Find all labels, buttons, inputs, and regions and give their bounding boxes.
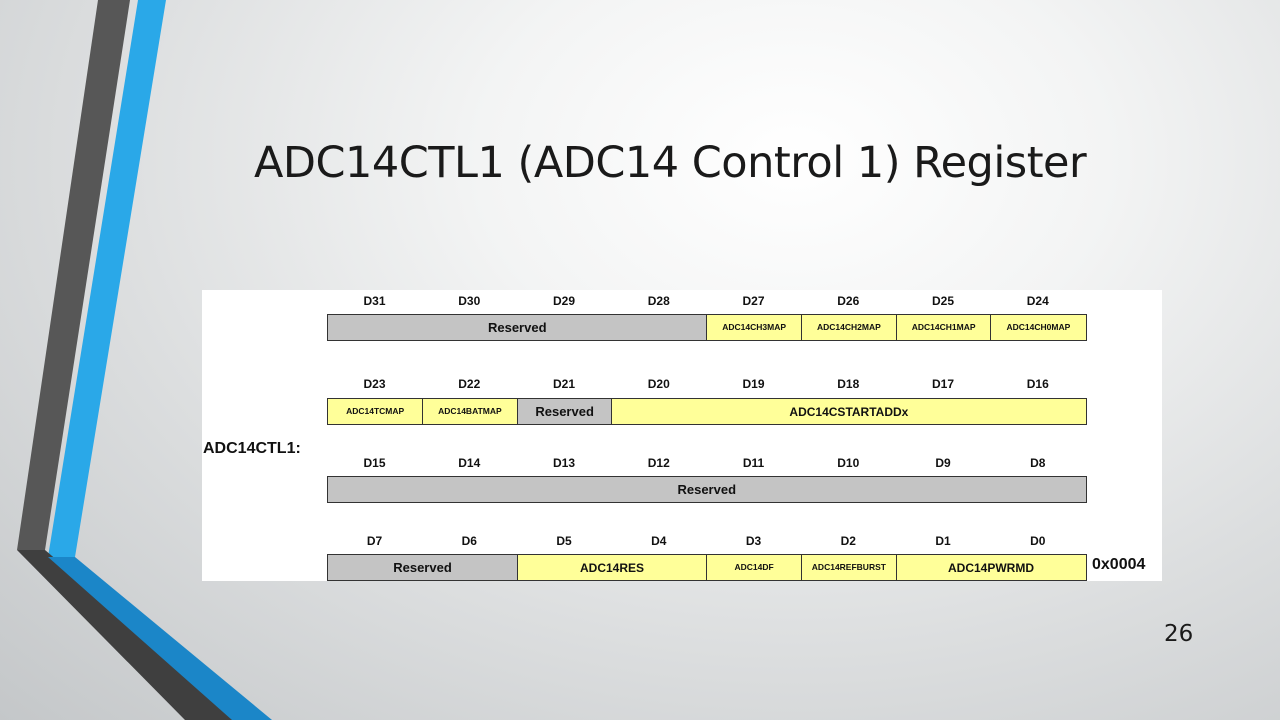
- bit-label-d6: D6: [461, 534, 477, 548]
- field-reserved-row0: Reserved: [327, 314, 708, 341]
- field-adc14ch3map-row0: ADC14CH3MAP: [706, 314, 803, 341]
- field-label: ADC14BATMAP: [438, 405, 502, 416]
- bit-label-d21: D21: [552, 377, 575, 391]
- bit-label-d18: D18: [837, 377, 860, 391]
- field-label: ADC14CH1MAP: [911, 321, 976, 332]
- field-label: ADC14CH3MAP: [722, 321, 786, 332]
- field-reserved-row2: Reserved: [327, 476, 1087, 503]
- field-label: ADC14TCMAP: [346, 405, 405, 416]
- slide-number: 26: [1164, 621, 1194, 647]
- bit-label-d22: D22: [458, 377, 481, 391]
- field-adc14ch2map-row0: ADC14CH2MAP: [800, 314, 897, 341]
- bit-label-d29: D29: [552, 294, 575, 308]
- bit-label-d23: D23: [363, 377, 386, 391]
- field-label: ADC14CH0MAP: [1006, 321, 1071, 332]
- field-label: Reserved: [393, 560, 452, 575]
- field-label: Reserved: [677, 482, 737, 497]
- field-label: ADC14DF: [734, 561, 774, 572]
- bit-label-d15: D15: [363, 456, 386, 470]
- bit-label-d4: D4: [651, 534, 667, 548]
- bit-label-d8: D8: [1030, 456, 1046, 470]
- bit-label-d20: D20: [647, 377, 670, 391]
- bit-label-d17: D17: [931, 377, 954, 391]
- register-address: 0x0004: [1092, 556, 1146, 573]
- field-adc14pwrmd-row3: ADC14PWRMD: [895, 554, 1087, 581]
- field-adc14cstartaddx-row1: ADC14CSTARTADDx: [611, 398, 1087, 425]
- bit-label-d13: D13: [552, 456, 575, 470]
- field-adc14tcmap-row1: ADC14TCMAP: [327, 398, 424, 425]
- bit-label-d24: D24: [1026, 294, 1049, 308]
- bit-label-d25: D25: [931, 294, 954, 308]
- bit-label-d7: D7: [366, 534, 383, 548]
- bit-label-d26: D26: [837, 294, 860, 308]
- bit-label-d12: D12: [647, 456, 670, 470]
- field-adc14batmap-row1: ADC14BATMAP: [421, 398, 518, 425]
- slide-title: ADC14CTL1 (ADC14 Control 1) Register: [254, 138, 1087, 188]
- bit-label-d11: D11: [742, 456, 765, 470]
- field-adc14res-row3: ADC14RES: [516, 554, 708, 581]
- field-label: ADC14RES: [579, 560, 645, 575]
- field-label: ADC14CSTARTADDx: [789, 404, 909, 419]
- bit-label-d10: D10: [837, 456, 860, 470]
- bit-label-d27: D27: [742, 294, 765, 308]
- blue-stripe-lower: [48, 557, 272, 720]
- dark-stripe-upper: [17, 0, 130, 550]
- bit-label-d2: D2: [840, 534, 856, 548]
- field-label: Reserved: [535, 404, 594, 419]
- bit-label-d16: D16: [1026, 377, 1049, 391]
- field-adc14df-row3: ADC14DF: [706, 554, 803, 581]
- field-reserved-row3: Reserved: [327, 554, 518, 581]
- field-adc14ch1map-row0: ADC14CH1MAP: [895, 314, 992, 341]
- bit-label-d19: D19: [742, 377, 765, 391]
- field-label: Reserved: [487, 320, 547, 335]
- field-reserved-row1: Reserved: [516, 398, 613, 425]
- bit-label-d5: D5: [556, 534, 572, 548]
- bit-label-d30: D30: [458, 294, 481, 308]
- bit-label-d9: D9: [935, 456, 951, 470]
- blue-stripe-upper: [48, 0, 166, 557]
- field-label: ADC14REFBURST: [811, 561, 886, 572]
- bit-label-d3: D3: [745, 534, 762, 548]
- bit-label-d28: D28: [647, 294, 670, 308]
- bit-label-d14: D14: [458, 456, 481, 470]
- bit-label-d1: D1: [935, 534, 951, 548]
- field-label: ADC14CH2MAP: [816, 321, 881, 332]
- field-label: ADC14PWRMD: [947, 560, 1034, 575]
- register-name: ADC14CTL1:: [203, 440, 301, 457]
- bit-label-d0: D0: [1030, 534, 1046, 548]
- bit-label-d31: D31: [363, 294, 386, 308]
- field-adc14ch0map-row0: ADC14CH0MAP: [990, 314, 1087, 341]
- field-adc14refburst-row3: ADC14REFBURST: [800, 554, 897, 581]
